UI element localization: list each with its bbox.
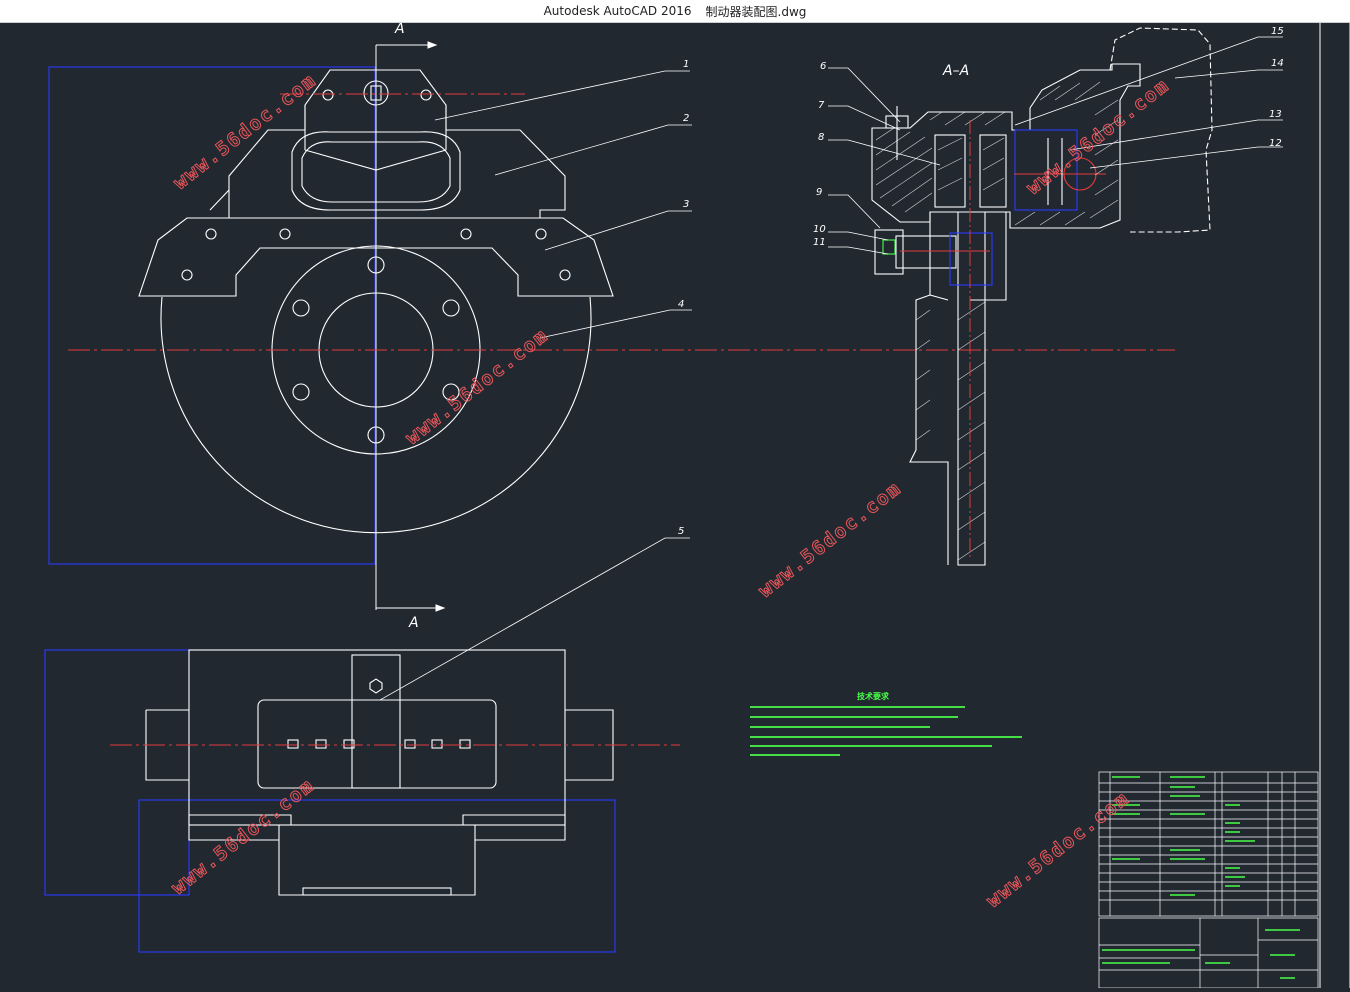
dimension-box-front: [48, 66, 376, 565]
watermark-2: www.56doc.com: [402, 324, 553, 449]
caliper-bracket: [138, 217, 614, 297]
piston-slots: [287, 739, 471, 749]
section-label-top: A: [394, 23, 405, 37]
app-title: Autodesk AutoCAD 2016: [543, 4, 692, 18]
callout-4: 4: [678, 299, 684, 310]
watermark-1: www.56doc.com: [170, 69, 321, 194]
callout-leaders: [379, 36, 1283, 701]
title-block-text: [1102, 776, 1300, 979]
title-block: [1098, 771, 1319, 989]
watermark-3: www.56doc.com: [755, 477, 906, 602]
callout-10: 10: [813, 224, 826, 235]
file-title: 制动器装配图.dwg: [705, 4, 807, 19]
watermark-6: www.56doc.com: [983, 787, 1134, 912]
callout-labels-section: 6 7 8 9 10 11 12 13 14 15: [813, 26, 1284, 248]
piston-bore: [1014, 129, 1078, 211]
caliper-window-outer: [291, 131, 461, 211]
callout-3: 3: [683, 199, 689, 210]
drawing-canvas[interactable]: 1 2 3 4 5 6 7 8 9 10 11 12 13 14 15 A A …: [0, 21, 1350, 989]
watermark-4: www.56doc.com: [1023, 74, 1174, 199]
bottom-view: [44, 649, 616, 953]
cad-drawing[interactable]: 1 2 3 4 5 6 7 8 9 10 11 12 13 14 15 A A …: [0, 21, 1350, 989]
caliper-top-view: [188, 649, 566, 826]
callout-9: 9: [816, 187, 822, 198]
technical-notes: 技术要求: [750, 691, 1022, 756]
section-view-title: A–A: [942, 63, 969, 79]
technical-notes-title: 技术要求: [857, 691, 890, 701]
section-label-bottom: A: [408, 615, 419, 631]
front-view: [48, 41, 614, 612]
callout-12: 12: [1269, 138, 1282, 149]
callout-11: 11: [813, 237, 826, 248]
knuckle-outline: [1109, 27, 1213, 233]
pad-clip: [351, 654, 401, 789]
watermark-5: www.56doc.com: [168, 774, 319, 899]
callout-13: 13: [1269, 109, 1282, 120]
callout-2: 2: [683, 113, 689, 124]
callout-5: 5: [678, 526, 684, 537]
caliper-window-inner: [301, 141, 451, 203]
callout-6: 6: [820, 61, 826, 72]
callout-labels-main: 1 2 3 4 5: [678, 59, 689, 537]
callout-15: 15: [1271, 26, 1284, 37]
callout-7: 7: [818, 100, 825, 111]
section-hatching: [875, 81, 1119, 561]
bracket-holes: [181, 228, 571, 281]
outer-pad: [979, 134, 1007, 208]
front-centerlines: [68, 93, 1175, 351]
callout-1: 1: [683, 59, 689, 70]
window-titlebar: Autodesk AutoCAD 2016 制动器装配图.dwg: [0, 0, 1350, 23]
callout-8: 8: [818, 132, 824, 143]
pin-boot: [874, 229, 904, 275]
caliper-body: [228, 69, 566, 218]
section-view: [871, 27, 1213, 566]
disc-section: [957, 212, 986, 566]
hex-bolt: [369, 678, 383, 694]
drawing-frame: [1319, 23, 1350, 988]
inner-pad: [934, 134, 966, 208]
watermarks: www.56doc.com www.56doc.com www.56doc.co…: [167, 69, 1174, 913]
callout-14: 14: [1271, 58, 1284, 69]
guide-pin: [895, 235, 957, 269]
